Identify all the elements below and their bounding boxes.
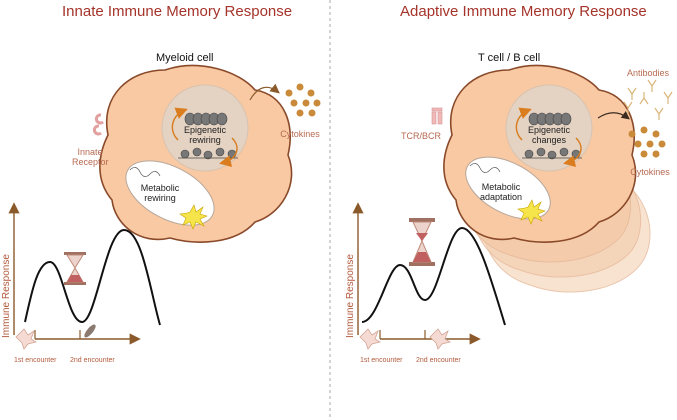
innate-receptor-icon (92, 113, 104, 136)
tcr-bcr-receptor-icon (431, 107, 443, 125)
cytokines-icon (628, 126, 666, 158)
hourglass-icon (409, 218, 435, 266)
tcr-bcr-label: TCR/BCR (401, 131, 441, 141)
innate-receptor-label: Innate Receptor (72, 147, 109, 167)
second-encounter-label: 2nd encounter (70, 357, 115, 364)
cytokines-label: Cytokines (630, 167, 670, 177)
rewiring-arrow-icon (563, 137, 582, 167)
rewiring-arrow-icon (219, 137, 238, 167)
secretion-arrow-icon (597, 111, 630, 120)
adaptive-panel-title: Adaptive Immune Memory Response (400, 3, 647, 20)
lymphocyte-cell-label: T cell / B cell (478, 52, 541, 64)
secretion-arrow-icon (249, 83, 280, 101)
antibodies-icon (623, 79, 673, 120)
starburst-icon (179, 204, 208, 230)
metabolic-rewiring-label: Metabolic rewiring (140, 183, 180, 203)
epigenetic-changes-label: Epigenetic changes (527, 125, 571, 145)
y-axis-label: Immune Response (345, 254, 356, 338)
epigenetic-rewiring-label: Epigenetic rewiring (183, 125, 227, 145)
myeloid-cell-label: Myeloid cell (156, 52, 214, 64)
nucleus (505, 84, 593, 172)
cytokines-label: Cytokines (280, 129, 320, 139)
rewiring-arrow-icon (515, 107, 532, 141)
pathogen-icon (359, 328, 452, 350)
first-encounter-label: 1st encounter (14, 357, 57, 364)
hourglass-icon (64, 252, 86, 285)
starburst-icon (517, 199, 546, 225)
response-curve (361, 226, 506, 326)
innate-panel-title: Innate Immune Memory Response (62, 3, 293, 20)
first-encounter-label: 1st encounter (360, 357, 403, 364)
cytokines-icon (285, 83, 321, 117)
microbe-icon (84, 324, 96, 338)
metabolic-adaptation-label: Metabolic adaptation (479, 182, 523, 202)
antibodies-label: Antibodies (626, 68, 670, 78)
response-curve (24, 228, 161, 326)
second-encounter-label: 2nd encounter (416, 357, 461, 364)
y-axis-label: Immune Response (1, 254, 12, 338)
rewiring-arrow-icon (171, 107, 188, 141)
pathogen-icon (15, 328, 38, 350)
nucleus (161, 84, 249, 172)
